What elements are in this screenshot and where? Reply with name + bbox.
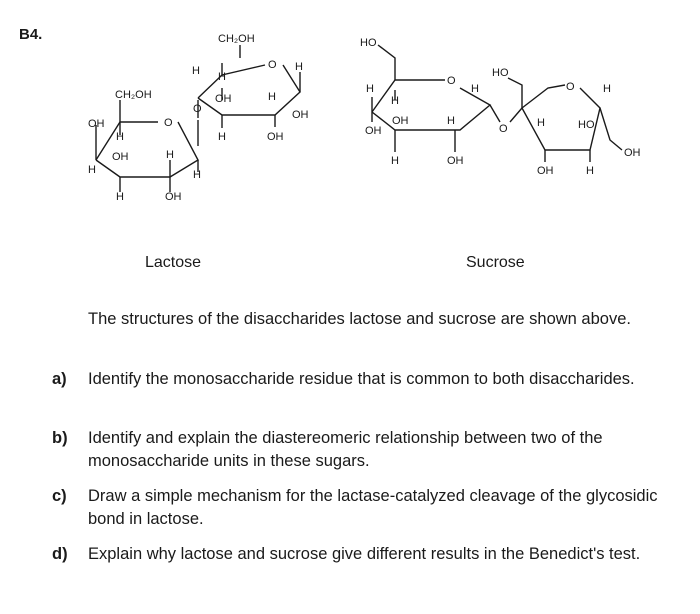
sucrose-label-ho-1: HO: [360, 37, 377, 49]
lactose-label-ring-o-right: O: [268, 59, 277, 71]
question-number: B4.: [19, 26, 43, 43]
lactose-label-oh-5: OH: [292, 109, 309, 121]
sucrose-label-h-4: H: [447, 115, 455, 127]
question-a-text: Identify the monosaccharide residue that…: [88, 370, 635, 388]
lactose-label-oh-1: OH: [88, 118, 105, 130]
sucrose-label-ho-3: HO: [578, 119, 595, 131]
lactose-label-oh-4: OH: [215, 93, 232, 105]
sucrose-label-h-1: H: [366, 83, 374, 95]
question-b: b) Identify and explain the diastereomer…: [52, 427, 692, 473]
question-d-letter: d): [52, 545, 68, 563]
lactose-label-glycosidic-o: O: [193, 103, 202, 115]
sucrose-label-ho-2: HO: [492, 67, 509, 79]
sucrose-caption: Sucrose: [466, 254, 525, 271]
lactose-label-h-6: H: [192, 65, 200, 77]
lactose-label-h-4: H: [166, 149, 174, 161]
question-b-text: Identify and explain the diastereomeric …: [88, 429, 603, 470]
question-c-letter: c): [52, 487, 67, 505]
question-c-text: Draw a simple mechanism for the lactase-…: [88, 487, 658, 528]
sucrose-label-ring-o-left: O: [447, 75, 456, 87]
sucrose-structure: HO HO HO O O O OH OH OH OH OH H H H H H …: [360, 37, 641, 177]
sucrose-label-oh-2: OH: [365, 125, 382, 137]
lactose-label-h-9: H: [295, 61, 303, 73]
sucrose-label-oh-5: OH: [624, 147, 641, 159]
sucrose-label-oh-3: OH: [447, 155, 464, 167]
lactose-caption: Lactose: [145, 254, 202, 271]
sucrose-label-h-5: H: [391, 155, 399, 167]
lactose-label-ring-o-left: O: [164, 117, 173, 129]
lactose-label-h-10: H: [218, 131, 226, 143]
sucrose-label-glycosidic-o: O: [499, 123, 508, 135]
sucrose-label-h-8: H: [586, 165, 594, 177]
question-a-letter: a): [52, 370, 67, 388]
question-b-letter: b): [52, 429, 68, 447]
sucrose-label-h-6: H: [537, 117, 545, 129]
lactose-label-h-3: H: [116, 191, 124, 203]
lactose-label-oh-2: OH: [112, 151, 129, 163]
lactose-structure: CH₂OH CH₂OH O O O OH OH OH OH OH OH H H …: [88, 33, 309, 203]
question-d: d) Explain why lactose and sucrose give …: [52, 543, 692, 566]
lactose-label-h-8: H: [268, 91, 276, 103]
disaccharide-structures: CH₂OH CH₂OH O O O OH OH OH OH OH OH H H …: [88, 33, 641, 203]
lactose-label-h-1: H: [116, 131, 124, 143]
sucrose-label-h-2: H: [391, 95, 399, 107]
lactose-label-h-7: H: [218, 71, 226, 83]
lactose-label-h-2: H: [88, 164, 96, 176]
sucrose-label-oh-1: OH: [392, 115, 409, 127]
sucrose-label-h-3: H: [471, 83, 479, 95]
sucrose-label-oh-4: OH: [537, 165, 554, 177]
lactose-label-oh-3: OH: [165, 191, 182, 203]
lactose-label-oh-6: OH: [267, 131, 284, 143]
question-d-text: Explain why lactose and sucrose give dif…: [88, 545, 641, 563]
question-a: a) Identify the monosaccharide residue t…: [52, 368, 692, 391]
lactose-label-ch2oh-right: CH₂OH: [218, 33, 255, 45]
question-c: c) Draw a simple mechanism for the lacta…: [52, 485, 692, 531]
lactose-label-ch2oh-left: CH₂OH: [115, 89, 152, 101]
lactose-label-h-5: H: [193, 169, 201, 181]
intro-text: The structures of the disaccharides lact…: [88, 310, 631, 328]
sucrose-label-h-7: H: [603, 83, 611, 95]
sucrose-label-ring-o-right: O: [566, 81, 575, 93]
